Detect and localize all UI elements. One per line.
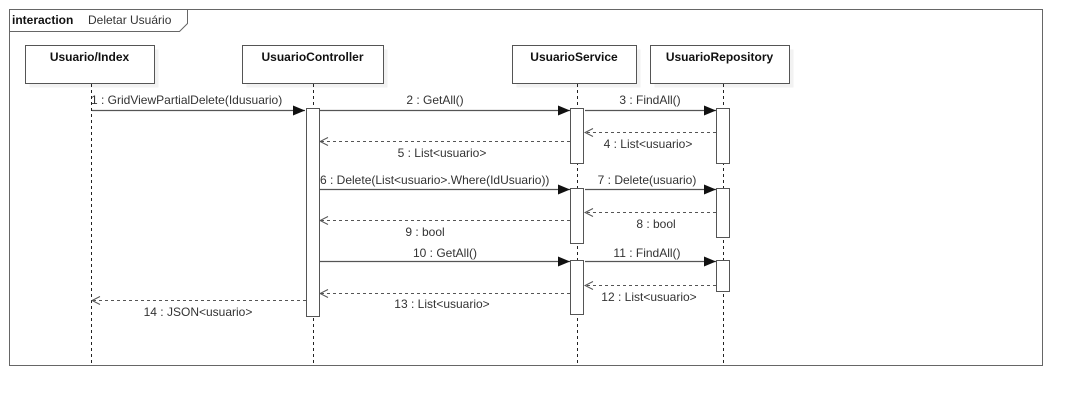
lifeline-name: Usuario/Index [50, 50, 130, 64]
message-2[interactable]: 2 : GetAll() [320, 93, 570, 116]
message-8[interactable]: 8 : bool [585, 213, 716, 232]
activation-bar [306, 108, 320, 317]
lifeline-usuariorepository[interactable]: UsuarioRepository [650, 45, 794, 366]
message-label: 9 : bool [405, 225, 444, 239]
lifeline-name: UsuarioService [530, 50, 618, 64]
message-12[interactable]: 12 : List<usuario> [585, 286, 716, 305]
lifeline-head[interactable] [25, 45, 155, 84]
lifeline-head[interactable] [650, 45, 790, 84]
message-3[interactable]: 3 : FindAll() [585, 93, 716, 116]
lifeline-name: UsuarioRepository [666, 50, 774, 64]
message-7[interactable]: 7 : Delete(usuario) [585, 173, 716, 195]
lifeline-usuarioservice[interactable]: UsuarioService [512, 45, 641, 366]
activation-bar [716, 188, 730, 238]
message-1[interactable]: 1 : GridViewPartialDelete(Idusuario) [91, 93, 305, 116]
message-label: 6 : Delete(List<usuario>.Where(IdUsuario… [320, 173, 549, 187]
activation-bar [570, 260, 584, 315]
message-label: 7 : Delete(usuario) [598, 173, 697, 187]
message-label: 1 : GridViewPartialDelete(Idusuario) [91, 93, 282, 107]
activation-bar [716, 108, 730, 164]
message-label: 5 : List<usuario> [398, 146, 487, 160]
message-6[interactable]: 6 : Delete(List<usuario>.Where(IdUsuario… [320, 173, 570, 195]
lifeline-head[interactable] [512, 45, 637, 84]
message-13[interactable]: 13 : List<usuario> [320, 294, 570, 312]
lifeline-head[interactable] [242, 45, 384, 84]
activation-bar [570, 108, 584, 164]
message-11[interactable]: 11 : FindAll() [585, 246, 716, 267]
activation-bar [716, 260, 730, 292]
interaction-frame: interaction Deletar Usuário [9, 9, 1043, 366]
message-5[interactable]: 5 : List<usuario> [320, 142, 570, 161]
activation-bar [570, 188, 584, 244]
message-9[interactable]: 9 : bool [320, 221, 570, 240]
message-label: 12 : List<usuario> [601, 290, 696, 304]
message-label: 11 : FindAll() [613, 246, 680, 260]
message-10[interactable]: 10 : GetAll() [320, 246, 570, 267]
message-label: 10 : GetAll() [413, 246, 477, 260]
message-label: 14 : JSON<usuario> [144, 305, 253, 319]
lifeline-name: UsuarioController [261, 50, 363, 64]
message-14[interactable]: 14 : JSON<usuario> [92, 301, 306, 320]
message-label: 4 : List<usuario> [604, 137, 693, 151]
message-label: 13 : List<usuario> [394, 297, 489, 311]
message-label: 2 : GetAll() [406, 93, 463, 107]
frame-keyword: interaction [12, 13, 73, 27]
message-label: 8 : bool [636, 217, 675, 231]
lifeline-usuario-index[interactable]: Usuario/Index [25, 45, 159, 366]
message-label: 3 : FindAll() [619, 93, 680, 107]
frame-title: Deletar Usuário [88, 13, 172, 27]
message-4[interactable]: 4 : List<usuario> [585, 133, 716, 152]
